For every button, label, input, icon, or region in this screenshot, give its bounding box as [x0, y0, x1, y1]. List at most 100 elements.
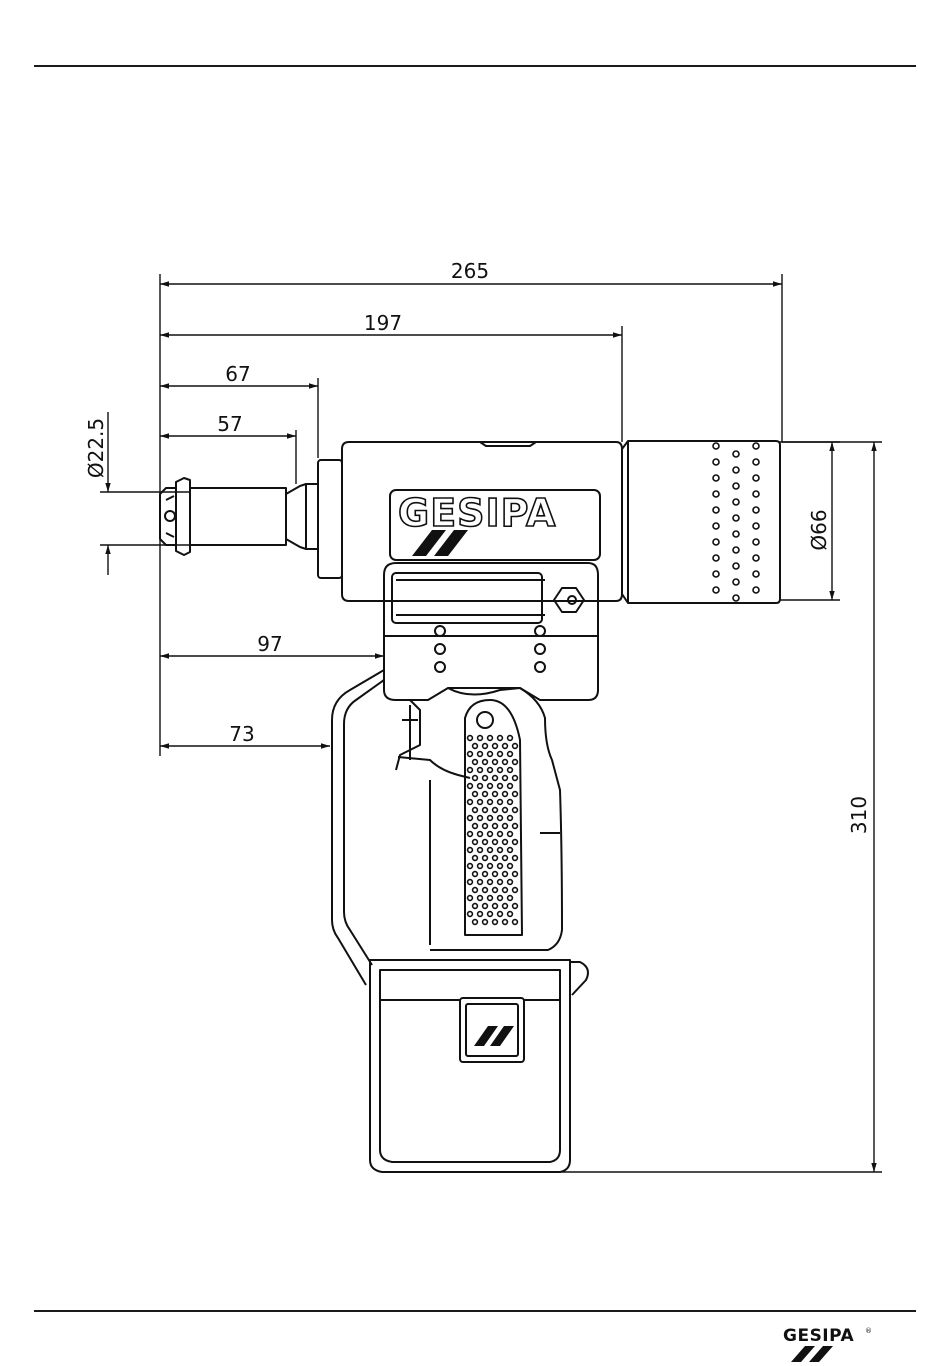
vent-dot — [753, 571, 759, 577]
vent-dot — [753, 587, 759, 593]
dim-length-to-head: 67 — [225, 362, 250, 386]
vent-dot — [733, 547, 739, 553]
grip-dot — [508, 896, 513, 901]
grip-dot — [508, 736, 513, 741]
footer-brand-logo: GESIPA ® — [783, 1322, 913, 1362]
dimension-lines — [100, 274, 882, 1172]
grip — [396, 688, 562, 950]
grip-dot — [513, 824, 518, 829]
grip-dot — [488, 864, 493, 869]
vent-dot — [713, 523, 719, 529]
dim-overall-height: 310 — [847, 796, 871, 834]
grip-dot — [498, 880, 503, 885]
battery-logo — [474, 1026, 514, 1046]
grip-dot — [488, 896, 493, 901]
grip-dot — [483, 760, 488, 765]
grip-dot — [508, 880, 513, 885]
grip-dot — [508, 864, 513, 869]
vent-dot — [733, 483, 739, 489]
grip-dot — [468, 800, 473, 805]
grip-dot — [488, 752, 493, 757]
grip-dot — [498, 912, 503, 917]
grip-texture-dots — [468, 736, 518, 925]
grip-dot — [478, 832, 483, 837]
grip-dot — [493, 792, 498, 797]
grip-dot — [473, 856, 478, 861]
vent-dot — [713, 491, 719, 497]
grip-dot — [493, 808, 498, 813]
grip-dot — [488, 912, 493, 917]
vent-dot — [753, 555, 759, 561]
grip-dot — [513, 888, 518, 893]
grip-dot — [483, 856, 488, 861]
grip-dot — [468, 752, 473, 757]
vent-dot — [733, 451, 739, 457]
grip-dot — [513, 776, 518, 781]
grip-dot — [498, 848, 503, 853]
grip-dot — [468, 736, 473, 741]
grip-dot — [498, 816, 503, 821]
grip-dot — [503, 824, 508, 829]
vent-dot — [753, 475, 759, 481]
vent-dot — [713, 475, 719, 481]
grip-dot — [498, 752, 503, 757]
grip-dot — [483, 824, 488, 829]
grip-dot — [513, 760, 518, 765]
dim-length-to-motor: 197 — [364, 311, 402, 335]
dim-motor-diameter: Ø66 — [807, 509, 831, 550]
vent-dot — [713, 555, 719, 561]
grip-dot — [468, 864, 473, 869]
vent-dot — [713, 539, 719, 545]
grip-dot — [488, 736, 493, 741]
grip-dot — [473, 872, 478, 877]
grip-dot — [493, 872, 498, 877]
grip-dot — [473, 888, 478, 893]
vent-dot — [713, 571, 719, 577]
vent-dot — [733, 595, 739, 601]
grip-dot — [503, 760, 508, 765]
grip-dot — [468, 848, 473, 853]
grip-dot — [473, 920, 478, 925]
grip-dot — [503, 920, 508, 925]
grip-dot — [473, 808, 478, 813]
grip-dot — [508, 848, 513, 853]
grip-dot — [493, 856, 498, 861]
grip-dot — [508, 816, 513, 821]
grip-dot — [488, 768, 493, 773]
grip-dot — [513, 744, 518, 749]
grip-dot — [503, 744, 508, 749]
grip-dot — [508, 912, 513, 917]
grip-dot — [513, 856, 518, 861]
grip-dot — [468, 896, 473, 901]
dim-overall-length: 265 — [451, 259, 489, 283]
grip-dot — [503, 808, 508, 813]
vent-dot — [733, 531, 739, 537]
grip-dot — [483, 920, 488, 925]
vent-dot — [733, 499, 739, 505]
grip-dot — [498, 896, 503, 901]
tool-outline — [160, 441, 780, 1172]
trigger-guard — [332, 670, 384, 985]
grip-dot — [468, 784, 473, 789]
grip-dot — [503, 872, 508, 877]
grip-dot — [468, 832, 473, 837]
grip-dot — [473, 744, 478, 749]
grip-dot — [483, 744, 488, 749]
dim-nose-length: 57 — [217, 412, 242, 436]
grip-dot — [498, 768, 503, 773]
grip-dot — [478, 736, 483, 741]
grip-dot — [513, 904, 518, 909]
clamp-body — [384, 563, 598, 700]
grip-dot — [493, 840, 498, 845]
grip-dot — [503, 904, 508, 909]
grip-dot — [483, 904, 488, 909]
grip-dot — [478, 864, 483, 869]
dim-nose-diameter: Ø22.5 — [84, 418, 108, 478]
vent-dot — [713, 443, 719, 449]
grip-dot — [513, 840, 518, 845]
grip-dot — [503, 888, 508, 893]
gesipa-body-logo: GESIPA — [398, 491, 556, 556]
grip-dot — [493, 824, 498, 829]
grip-dot — [508, 784, 513, 789]
